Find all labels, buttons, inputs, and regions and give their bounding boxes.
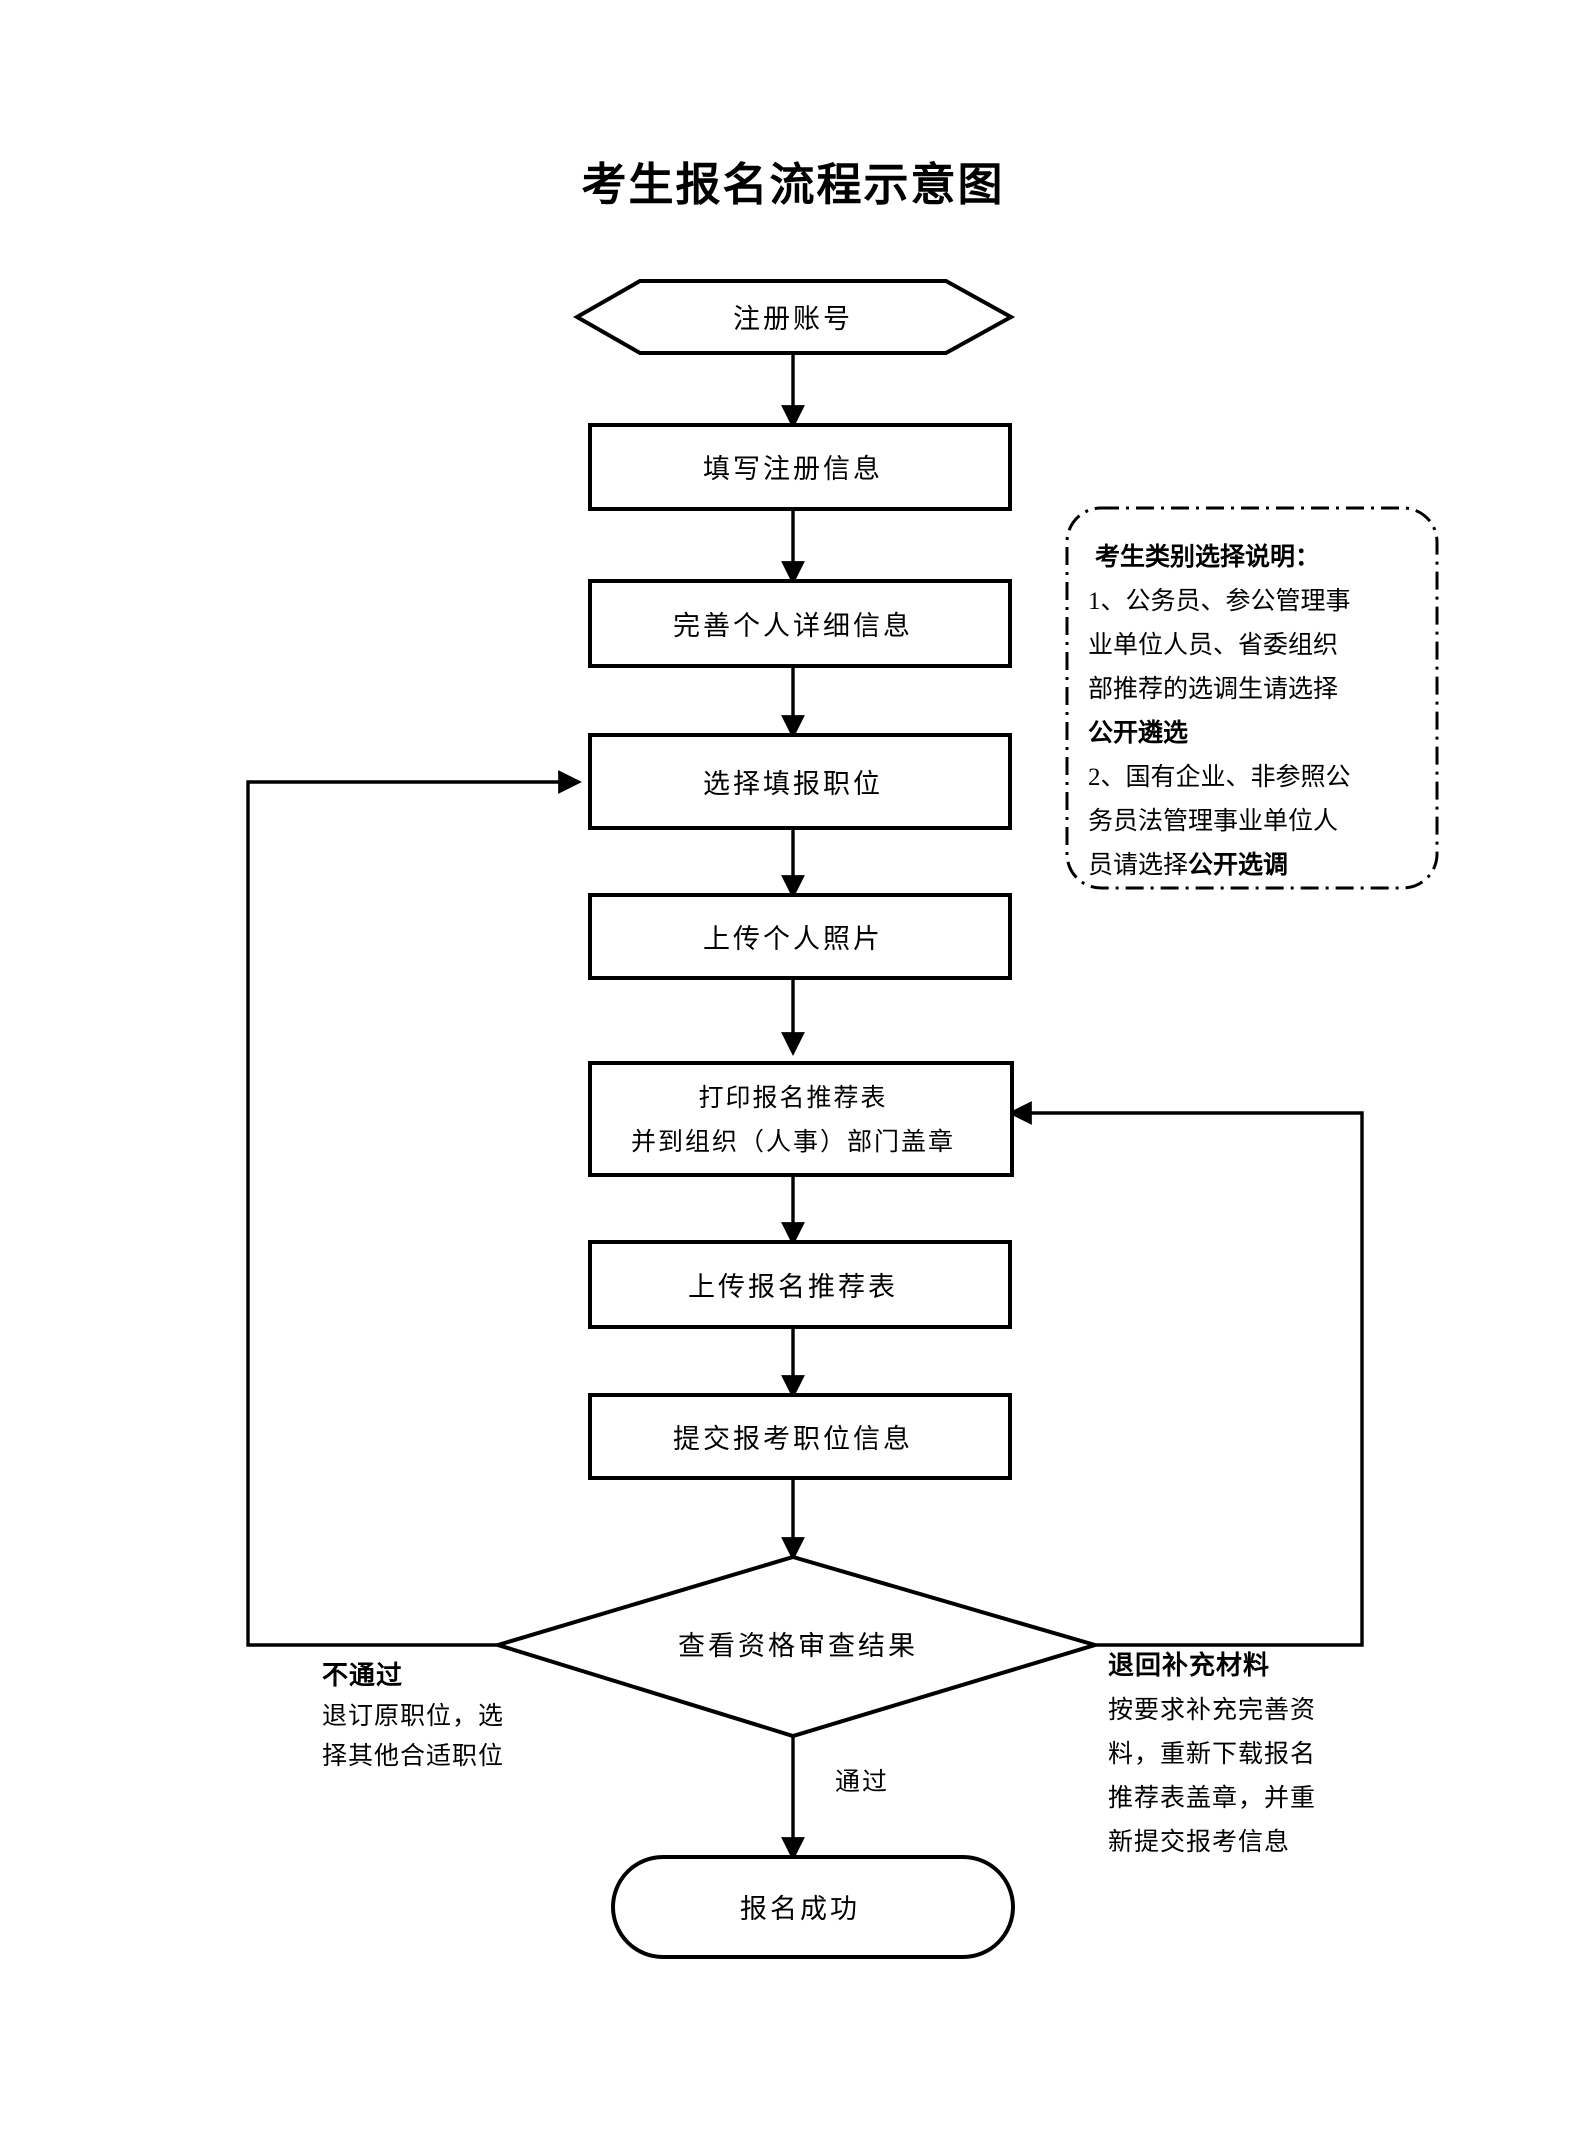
node-fill-reg-info-label: 填写注册信息 [703,454,883,484]
note-line-7-plain: 员请选择 [1088,851,1188,879]
connector-fail-loop-to-select [246,770,582,1647]
node-check-result-label: 查看资格审查结果 [678,1631,918,1661]
connector-supplement-loop-to-print [1008,1101,1364,1647]
node-check-result-shape[interactable] [491,1554,1103,1739]
node-print-form-shape[interactable] [588,1061,1014,1177]
note-line-1: 1、公务员、参公管理事 [1088,587,1351,615]
note-line-7-strong: 公开选调 [1188,851,1288,879]
note-line-2: 业单位人员、省委组织 [1088,631,1338,659]
node-submit-post-shape[interactable] [588,1393,1012,1480]
node-upload-photo-shape[interactable] [588,893,1012,980]
note-heading: 考生类别选择说明： [1095,543,1320,571]
branch-fail-title: 不通过 [322,1661,403,1690]
node-success-label: 报名成功 [740,1894,860,1924]
note-line-4: 公开遴选 [1088,719,1188,747]
node-upload-photo-label: 上传个人照片 [703,924,883,954]
branch-supplement-line-4: 新提交报考信息 [1108,1828,1290,1856]
note-line-6: 务员法管理事业单位人 [1088,807,1338,835]
node-complete-info-shape[interactable] [588,579,1012,668]
node-complete-info-label: 完善个人详细信息 [673,611,913,641]
node-submit-post-label: 提交报考职位信息 [673,1424,913,1454]
note-line-3: 部推荐的选调生请选择 [1088,675,1338,703]
note-line-7: 员请选择公开选调 [1088,851,1288,879]
page-title: 考生报名流程示意图 [581,160,1004,210]
node-print-form-label-line1: 打印报名推荐表 [698,1084,887,1112]
node-select-post-shape[interactable] [588,733,1012,830]
branch-supplement-line-2: 料，重新下载报名 [1108,1740,1316,1768]
branch-supplement-line-3: 推荐表盖章，并重 [1108,1784,1316,1812]
node-upload-form-label: 上传报名推荐表 [688,1272,898,1302]
branch-fail-line-2: 择其他合适职位 [322,1742,504,1770]
node-select-post-label: 选择填报职位 [703,769,883,799]
note-line-5: 2、国有企业、非参照公 [1088,763,1351,791]
note-callout-box [1065,506,1439,890]
branch-supplement-title: 退回补充材料 [1108,1650,1270,1680]
node-register-label: 注册账号 [733,304,853,334]
node-print-form-label-line2: 并到组织（人事）部门盖章 [631,1128,955,1156]
branch-supplement-line-1: 按要求补充完善资 [1108,1696,1316,1724]
node-upload-form-shape[interactable] [588,1240,1012,1329]
branch-fail-line-1: 退订原职位，选 [322,1702,504,1730]
edge-label-pass: 通过 [835,1768,889,1796]
node-fill-reg-info-shape[interactable] [588,423,1012,511]
node-register-shape[interactable] [572,279,1016,355]
node-success-shape[interactable] [611,1855,1015,1959]
